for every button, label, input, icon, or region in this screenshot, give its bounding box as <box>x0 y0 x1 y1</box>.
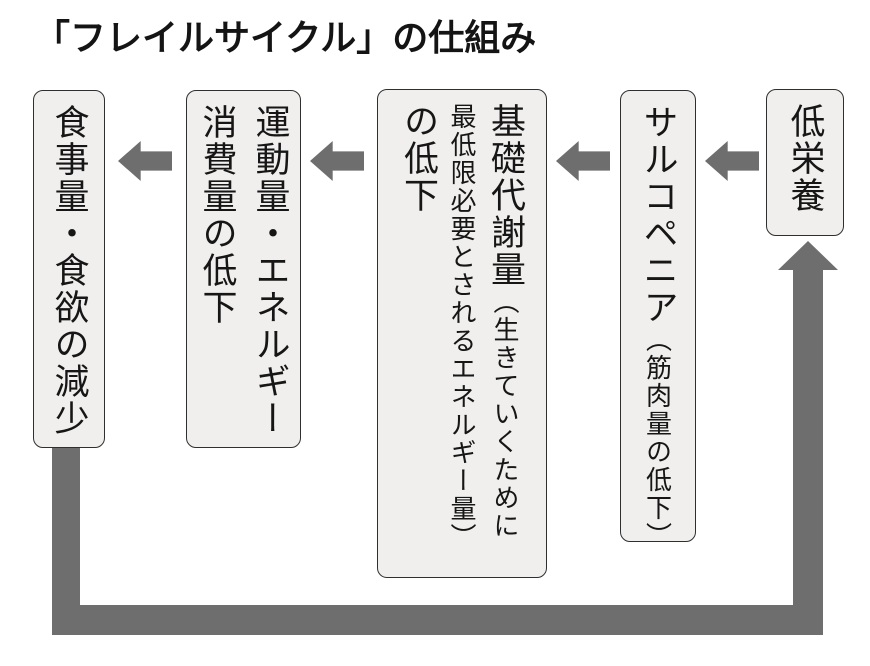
cycle-arrow-up-arrowhead-icon <box>778 241 838 270</box>
box-metabolism-suffix: の低下 <box>399 103 438 214</box>
box-sarcopenia-paren: （筋肉量の低下） <box>642 326 673 550</box>
box-exercise: 運動量・エネルギー 消費量の低下 <box>186 90 301 448</box>
box-exercise-line2: 消費量の低下 <box>197 104 237 326</box>
cycle-arrow-right-segment <box>793 268 823 635</box>
box-metabolism-paren-cont: 最低限必要とされるエネルギー量） <box>447 103 477 551</box>
arrow-metabolism-to-exercise-icon <box>310 141 364 181</box>
cycle-arrow-bottom-segment <box>52 605 823 635</box>
box-metabolism-main: 基礎代謝量 <box>486 103 525 288</box>
box-malnutrition-label: 低栄養 <box>785 103 825 214</box>
box-metabolism-line1: 基礎代謝量（生きていくために <box>486 103 525 577</box>
cycle-arrow-left-segment <box>52 448 80 635</box>
box-metabolism-paren-start: （生きていくために <box>490 288 520 540</box>
box-sarcopenia-line: サルコペニア（筋肉量の低下） <box>638 104 678 550</box>
box-metabolism: 基礎代謝量（生きていくために 最低限必要とされるエネルギー量） の低下 <box>377 89 547 578</box>
box-exercise-line1: 運動量・エネルギー <box>250 104 290 437</box>
box-malnutrition: 低栄養 <box>766 89 844 236</box>
box-diet-label: 食事量・食欲の減少 <box>49 104 89 437</box>
page-title: 「フレイルサイクル」の仕組み <box>34 17 537 58</box>
box-sarcopenia: サルコペニア（筋肉量の低下） <box>620 90 696 550</box>
arrow-exercise-to-diet-icon <box>118 141 172 181</box>
arrow-sarcopenia-to-metabolism-icon <box>556 141 610 181</box>
arrow-malnutrition-to-sarcopenia-icon <box>705 141 759 181</box>
box-diet: 食事量・食欲の減少 <box>33 90 105 448</box>
box-sarcopenia-main: サルコペニア <box>638 104 678 326</box>
